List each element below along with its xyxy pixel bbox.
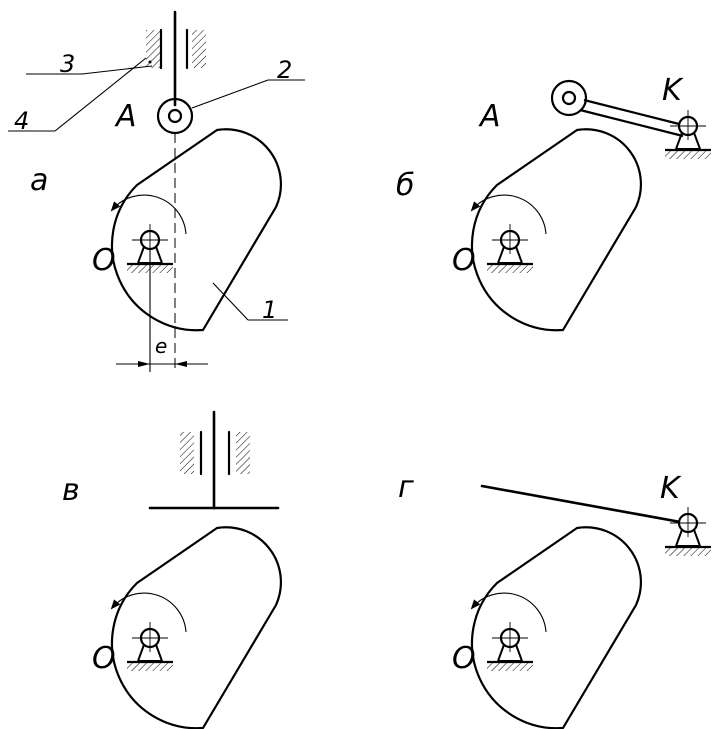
leader-4 bbox=[54, 57, 147, 132]
panel-b: A K б O bbox=[396, 73, 713, 332]
flat-rocker-arm bbox=[480, 484, 688, 525]
label-1: 1 bbox=[262, 296, 277, 324]
rocker-pivot-support bbox=[663, 108, 713, 161]
label-A: A bbox=[114, 99, 137, 134]
panel-a: 3 4 2 1 A а O e bbox=[8, 10, 305, 372]
leader-3 bbox=[81, 65, 153, 75]
cam-profile bbox=[110, 128, 283, 332]
label-A: A bbox=[478, 99, 501, 134]
label-O: O bbox=[92, 641, 116, 676]
rotation-arrow bbox=[112, 593, 186, 632]
rotation-arrow bbox=[472, 195, 546, 234]
leader-2 bbox=[191, 79, 269, 109]
panel-v: в O bbox=[62, 410, 283, 729]
rocker-roller bbox=[550, 79, 588, 117]
rocker-arm-bottom bbox=[579, 108, 684, 138]
label-K: K bbox=[660, 471, 682, 506]
leader-1 bbox=[212, 282, 249, 321]
cam-pivot-support bbox=[485, 222, 535, 275]
label-e: e bbox=[155, 334, 167, 358]
cam-profile bbox=[110, 526, 283, 729]
label-O: O bbox=[92, 243, 116, 278]
cam-profile bbox=[470, 526, 643, 729]
roller-axle bbox=[561, 90, 577, 106]
roller-axle bbox=[167, 108, 183, 124]
label-K: K bbox=[662, 73, 684, 108]
label-O: O bbox=[452, 641, 476, 676]
rotation-arrow bbox=[472, 593, 546, 632]
panel-label-g: г bbox=[398, 470, 414, 505]
label-O: O bbox=[452, 243, 476, 278]
panel-label-v: в bbox=[62, 473, 80, 508]
cam-profile bbox=[470, 128, 643, 332]
label-2: 2 bbox=[277, 56, 292, 84]
cam-pivot-support bbox=[125, 620, 175, 673]
panel-label-a: а bbox=[30, 163, 48, 198]
guide-hatch-right bbox=[192, 30, 206, 68]
leader-4-dot bbox=[148, 60, 152, 64]
cam-pivot-support bbox=[485, 620, 535, 673]
rocker-pivot-support bbox=[663, 505, 713, 558]
panel-label-b: б bbox=[396, 168, 415, 203]
guide-hatch-left bbox=[180, 432, 194, 474]
label-3: 3 bbox=[60, 50, 75, 78]
guide-hatch-left bbox=[146, 30, 160, 68]
rocker-arm-top bbox=[583, 98, 688, 128]
panel-g: K г O bbox=[398, 470, 713, 729]
label-4: 4 bbox=[14, 107, 29, 135]
guide-hatch-right bbox=[236, 432, 250, 474]
